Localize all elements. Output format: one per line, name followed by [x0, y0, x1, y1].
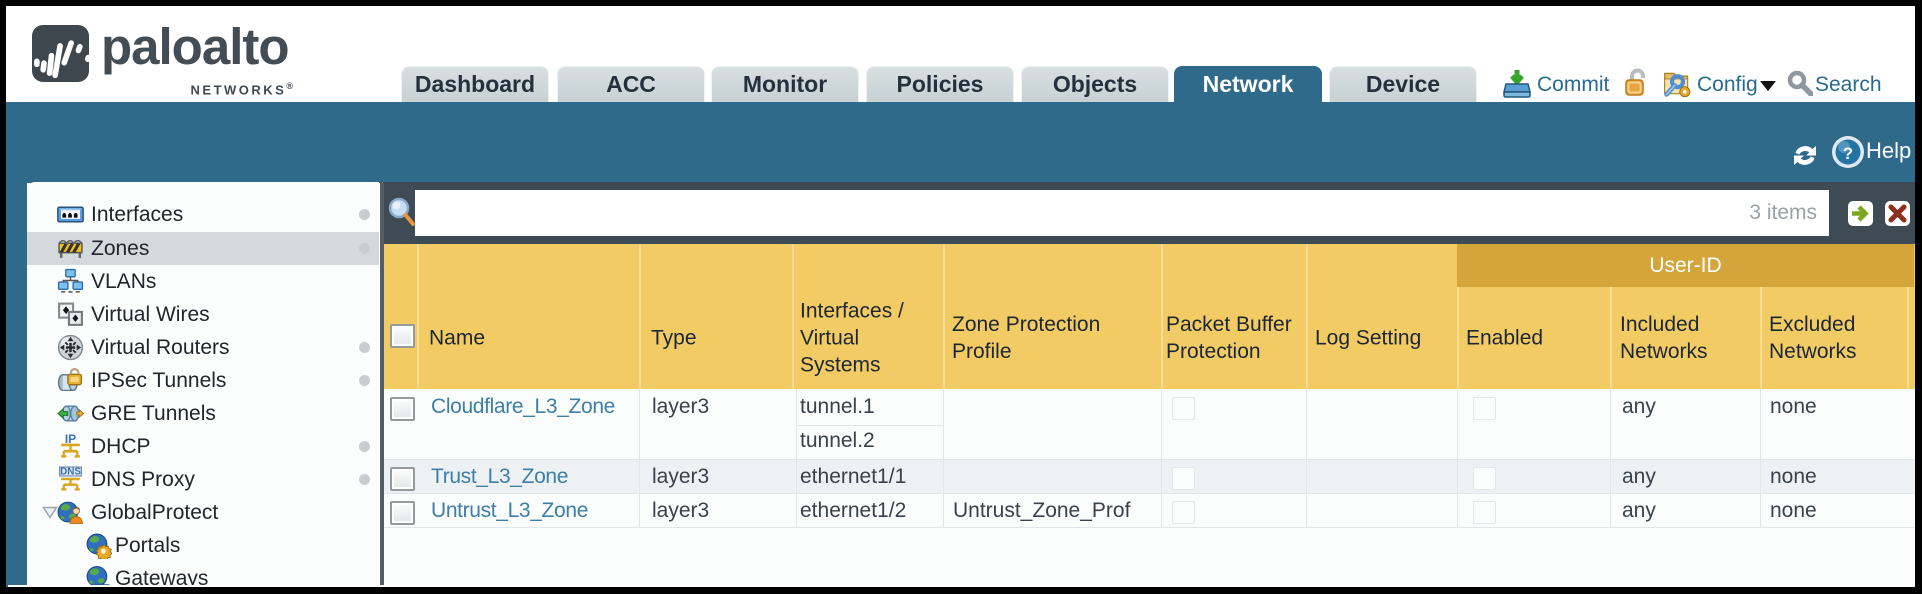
svg-text:DNS: DNS	[60, 467, 81, 478]
svg-text:?: ?	[1843, 144, 1853, 163]
svg-text:IP: IP	[65, 433, 76, 446]
svg-text:paloalto: paloalto	[101, 20, 289, 75]
